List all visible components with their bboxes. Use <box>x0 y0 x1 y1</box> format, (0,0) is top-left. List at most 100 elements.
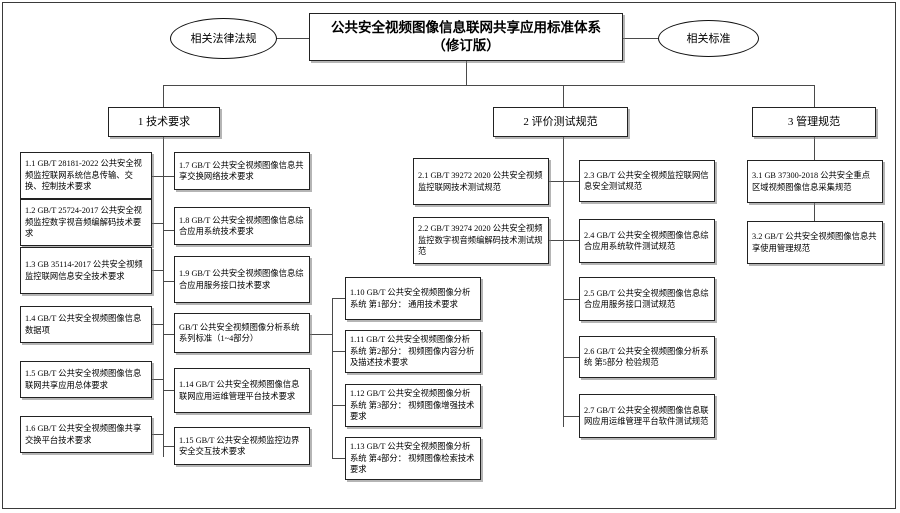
std-text-1-8: 1.8 GB/T 公共安全视频图像信息综合应用系统技术要求 <box>179 215 304 237</box>
connector-b1-r5 <box>163 390 174 391</box>
connector-b1-r6 <box>163 446 174 447</box>
connector-b2-r4 <box>563 357 579 358</box>
connector-series-spine <box>332 298 333 458</box>
std-box-2-6[interactable]: 2.6 GB/T 公共安全视频图像分析系统 第5部分 检验规范 <box>579 336 715 378</box>
connector-b2-r1 <box>563 181 579 182</box>
connector-branch2-spine <box>563 137 564 427</box>
std-text-1-13: 1.13 GB/T 公共安全视频图像分析系统 第4部分： 视频图像检索技术要求 <box>350 442 475 475</box>
std-text-2-5: 2.5 GB/T 公共安全视频图像信息综合应用服务接口测试规范 <box>584 288 709 310</box>
std-box-2-1[interactable]: 2.1 GB/T 39272 2020 公共安全视频监控联网技术测试规范 <box>413 158 549 205</box>
std-box-2-5[interactable]: 2.5 GB/T 公共安全视频图像信息综合应用服务接口测试规范 <box>579 277 715 321</box>
std-text-2-4: 2.4 GB/T 公共安全视频图像信息综合应用系统软件测试规范 <box>584 230 709 252</box>
std-box-2-7[interactable]: 2.7 GB/T 公共安全视频图像信息联网应用运维管理平台软件测试规范 <box>579 394 715 438</box>
connector-series-2 <box>332 351 345 352</box>
left-context-label: 相关法律法规 <box>190 32 257 45</box>
std-text-1-4: 1.4 GB/T 公共安全视频图像信息数据项 <box>25 314 142 335</box>
std-box-2-2[interactable]: 2.2 GB/T 39274 2020 公共安全视频监控数字视音频编解码技术测试… <box>413 217 549 264</box>
connector-series-out <box>310 334 332 335</box>
connector-branch3-link <box>814 203 815 221</box>
connector-series-4 <box>332 458 345 459</box>
std-text-1-2: 1.2 GB/T 25724-2017 公共安全视频监控数字视音频编解码技术要求 <box>25 206 142 239</box>
std-box-1-7[interactable]: 1.7 GB/T 公共安全视频图像信息共享交换网络技术要求 <box>174 152 310 190</box>
branch-box-2[interactable]: 2 评价测试规范 <box>493 107 628 137</box>
connector-b1-r3 <box>163 281 174 282</box>
std-box-3-1[interactable]: 3.1 GB 37300-2018 公共安全重点区域视频图像信息采集规范 <box>747 160 883 203</box>
left-context-ellipse: 相关法律法规 <box>170 18 277 59</box>
connector-b1-t1 <box>152 176 163 177</box>
connector-b1-t3 <box>152 270 163 271</box>
connector-b2-r3 <box>563 299 579 300</box>
std-text-1-6: 1.6 GB/T 公共安全视频图像共享交换平台技术要求 <box>25 424 142 445</box>
connector-series-3 <box>332 405 345 406</box>
std-text-1-15: 1.15 GB/T 公共安全视频监控边界安全交互技术要求 <box>179 435 300 457</box>
std-box-1-8[interactable]: 1.8 GB/T 公共安全视频图像信息综合应用系统技术要求 <box>174 207 310 245</box>
std-text-1-12: 1.12 GB/T 公共安全视频图像分析系统 第3部分： 视频图像增强技术要求 <box>350 389 475 422</box>
std-text-2-6: 2.6 GB/T 公共安全视频图像分析系统 第5部分 检验规范 <box>584 346 709 368</box>
std-box-1-13[interactable]: 1.13 GB/T 公共安全视频图像分析系统 第4部分： 视频图像检索技术要求 <box>345 437 481 480</box>
right-context-label: 相关标准 <box>686 32 731 45</box>
std-box-1-14[interactable]: 1.14 GB/T 公共安全视频图像信息联网应用运维管理平台技术要求 <box>174 368 310 413</box>
root-title-box: 公共安全视频图像信息联网共享应用标准体系 （修订版） <box>309 13 623 61</box>
std-text-1-series: GB/T 公共安全视频图像分析系统系列标准（1~4部分） <box>179 322 300 344</box>
root-title-line2: （修订版） <box>432 38 500 53</box>
std-text-1-14: 1.14 GB/T 公共安全视频图像信息联网应用运维管理平台技术要求 <box>179 380 300 401</box>
std-box-1-9[interactable]: 1.9 GB/T 公共安全视频图像信息综合应用服务接口技术要求 <box>174 256 310 303</box>
std-box-1-15[interactable]: 1.15 GB/T 公共安全视频监控边界安全交互技术要求 <box>174 427 310 465</box>
right-context-ellipse: 相关标准 <box>658 20 759 57</box>
connector-b2-r2 <box>563 240 579 241</box>
std-box-1-3[interactable]: 1.3 GB 35114-2017 公共安全视频监控联网信息安全技术要求 <box>20 247 152 294</box>
connector-drop-branch-3 <box>814 85 815 107</box>
connector-b1-t2 <box>152 223 163 224</box>
std-box-3-2[interactable]: 3.2 GB/T 公共安全视频图像信息共享使用管理规范 <box>747 221 883 264</box>
connector-b2-l1 <box>549 181 563 182</box>
connector-branch3-drop <box>814 137 815 160</box>
std-text-2-1: 2.1 GB/T 39272 2020 公共安全视频监控联网技术测试规范 <box>418 171 543 192</box>
std-box-2-3[interactable]: 2.3 GB/T 公共安全视频监控联网信息安全测试规范 <box>579 160 715 202</box>
std-text-3-2: 3.2 GB/T 公共安全视频图像信息共享使用管理规范 <box>752 232 877 253</box>
std-text-2-7: 2.7 GB/T 公共安全视频图像信息联网应用运维管理平台软件测试规范 <box>584 405 709 427</box>
connector-b1-t5 <box>152 379 163 380</box>
std-box-1-2[interactable]: 1.2 GB/T 25724-2017 公共安全视频监控数字视音频编解码技术要求 <box>20 199 152 246</box>
connector-b1-r2 <box>163 230 174 231</box>
std-text-1-7: 1.7 GB/T 公共安全视频图像信息共享交换网络技术要求 <box>179 160 304 182</box>
std-text-3-1: 3.1 GB 37300-2018 公共安全重点区域视频图像信息采集规范 <box>752 171 871 192</box>
std-text-1-11: 1.11 GB/T 公共安全视频图像分析系统 第2部分： 视频图像内容分析及描述… <box>350 335 475 368</box>
std-text-1-10: 1.10 GB/T 公共安全视频图像分析系统 第1部分： 通用技术要求 <box>350 288 471 309</box>
std-box-1-10[interactable]: 1.10 GB/T 公共安全视频图像分析系统 第1部分： 通用技术要求 <box>345 277 481 320</box>
connector-b1-r1 <box>163 176 174 177</box>
connector-left-ellipse <box>276 38 309 39</box>
branch-box-3[interactable]: 3 管理规范 <box>752 107 876 137</box>
branch-1-label: 1 技术要求 <box>137 115 191 128</box>
connector-series-1 <box>332 298 345 299</box>
branch-3-label: 3 管理规范 <box>787 115 841 128</box>
std-text-2-3: 2.3 GB/T 公共安全视频监控联网信息安全测试规范 <box>584 170 709 192</box>
connector-title-stem <box>466 60 467 85</box>
connector-b2-r5 <box>563 416 579 417</box>
std-text-1-1: 1.1 GB/T 28181-2022 公共安全视频监控联网系统信息传输、交换、… <box>25 159 142 192</box>
std-box-1-series[interactable]: GB/T 公共安全视频图像分析系统系列标准（1~4部分） <box>174 313 310 353</box>
std-text-1-3: 1.3 GB 35114-2017 公共安全视频监控联网信息安全技术要求 <box>25 260 143 281</box>
connector-main-bus <box>163 85 814 86</box>
std-text-1-9: 1.9 GB/T 公共安全视频图像信息综合应用服务接口技术要求 <box>179 269 304 290</box>
connector-drop-branch-1 <box>163 85 164 107</box>
root-title-text: 公共安全视频图像信息联网共享应用标准体系 （修订版） <box>314 19 618 55</box>
std-box-1-12[interactable]: 1.12 GB/T 公共安全视频图像分析系统 第3部分： 视频图像增强技术要求 <box>345 384 481 427</box>
std-text-1-5: 1.5 GB/T 公共安全视频图像信息联网共享应用总体要求 <box>25 369 142 390</box>
std-box-2-4[interactable]: 2.4 GB/T 公共安全视频图像信息综合应用系统软件测试规范 <box>579 219 715 263</box>
connector-branch1-spine <box>163 137 164 457</box>
connector-b2-l2 <box>549 240 563 241</box>
connector-right-ellipse <box>623 38 658 39</box>
std-box-1-5[interactable]: 1.5 GB/T 公共安全视频图像信息联网共享应用总体要求 <box>20 361 152 398</box>
std-box-1-4[interactable]: 1.4 GB/T 公共安全视频图像信息数据项 <box>20 306 152 343</box>
std-box-1-1[interactable]: 1.1 GB/T 28181-2022 公共安全视频监控联网系统信息传输、交换、… <box>20 152 152 199</box>
root-title-line1: 公共安全视频图像信息联网共享应用标准体系 <box>331 20 601 35</box>
connector-b1-r4 <box>163 334 174 335</box>
std-text-2-2: 2.2 GB/T 39274 2020 公共安全视频监控数字视音频编解码技术测试… <box>418 224 543 257</box>
std-box-1-11[interactable]: 1.11 GB/T 公共安全视频图像分析系统 第2部分： 视频图像内容分析及描述… <box>345 330 481 373</box>
connector-b1-t4 <box>152 324 163 325</box>
std-box-1-6[interactable]: 1.6 GB/T 公共安全视频图像共享交换平台技术要求 <box>20 416 152 453</box>
branch-2-label: 2 评价测试规范 <box>523 115 598 128</box>
branch-box-1[interactable]: 1 技术要求 <box>108 107 220 137</box>
connector-drop-branch-2 <box>563 85 564 107</box>
